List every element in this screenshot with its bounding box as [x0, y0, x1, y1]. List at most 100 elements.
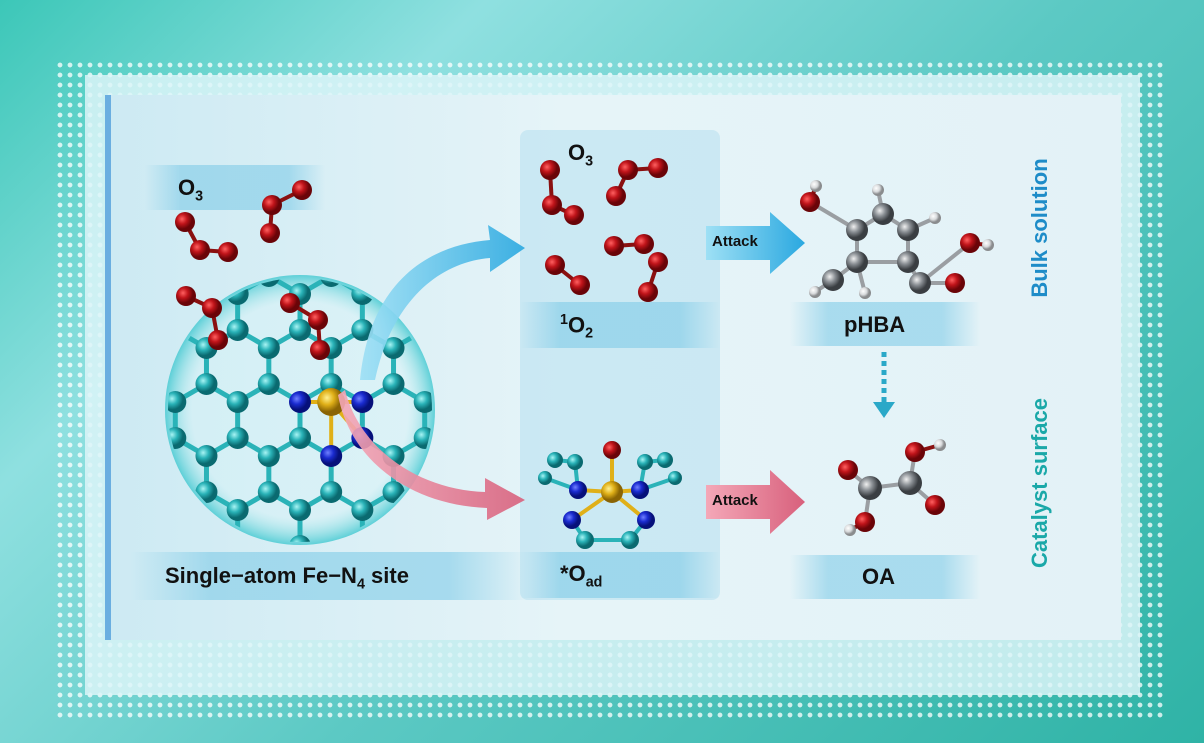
- carbon-atom: [897, 219, 919, 241]
- oxygen-atom: [603, 441, 621, 459]
- ozone-molecule: [280, 293, 330, 360]
- oxygen-atom: [540, 160, 560, 180]
- oxygen-atom: [292, 180, 312, 200]
- attack-label-top: Attack: [712, 233, 758, 250]
- oxygen-atom: [542, 195, 562, 215]
- catalyst-surface-label: Catalyst surface: [1027, 398, 1052, 568]
- oxygen-atom: [202, 298, 222, 318]
- carbon-atom: [320, 481, 343, 503]
- singlet-oxygen-molecule: [545, 255, 590, 295]
- oxygen-atom: [606, 186, 626, 206]
- oxygen-atom: [176, 286, 196, 306]
- singlet-banner: [520, 302, 720, 348]
- hydrogen-atom: [929, 212, 941, 224]
- bulk-solution-label: Bulk solution: [1027, 158, 1052, 298]
- oa-banner: [790, 555, 980, 599]
- oxalic-acid-molecule: [838, 439, 946, 536]
- adsorbed-oxygen-site: [538, 441, 682, 549]
- carbon-atom: [226, 427, 249, 449]
- singlet-oxygen-label: 1O2: [560, 312, 594, 342]
- carbon-atom: [168, 391, 187, 413]
- carbon-atom: [898, 471, 922, 495]
- carbon-atom: [547, 452, 563, 468]
- attack-label-bottom: Attack: [712, 492, 758, 509]
- oxygen-atom: [634, 234, 654, 254]
- carbon-atom: [257, 445, 280, 467]
- carbon-atom: [822, 269, 844, 291]
- carbon-atom: [382, 373, 405, 395]
- carbon-atom: [351, 283, 374, 305]
- ozone-molecule: [606, 158, 668, 206]
- carbon-atom: [382, 337, 405, 359]
- oxygen-atom: [280, 293, 300, 313]
- oxygen-atom: [308, 310, 328, 330]
- ozone-molecule: [175, 212, 238, 262]
- hydrogen-atom: [844, 524, 856, 536]
- oxygen-atom: [260, 223, 280, 243]
- iron-atom: [601, 481, 623, 503]
- oxygen-atom: [648, 158, 668, 178]
- oxygen-atom: [855, 512, 875, 532]
- carbon-atom: [226, 535, 249, 542]
- carbon-atom: [897, 251, 919, 273]
- hydrogen-atom: [982, 239, 994, 251]
- carbon-atom: [657, 452, 673, 468]
- carbon-atom: [289, 319, 311, 341]
- oxygen-atom: [310, 340, 330, 360]
- nitrogen-atom: [351, 391, 374, 413]
- carbon-atom: [567, 454, 583, 470]
- oxygen-atom: [618, 160, 638, 180]
- carbon-atom: [413, 319, 432, 341]
- oxygen-atom: [262, 195, 282, 215]
- carbon-atom: [872, 203, 894, 225]
- carbon-atom: [195, 373, 218, 395]
- carbon-atom: [858, 476, 882, 500]
- carbon-atom: [351, 499, 374, 521]
- o3-label-mid: O3: [568, 140, 594, 170]
- curved-arrow-to-bulk: [360, 225, 525, 380]
- phba-label: pHBA: [844, 312, 906, 337]
- oxygen-atom: [545, 255, 565, 275]
- carbon-atom: [413, 391, 432, 413]
- nitrogen-atom: [320, 445, 343, 467]
- o3-label-left: O3: [178, 175, 204, 205]
- singlet-oxygen-molecule: [604, 234, 654, 256]
- carbon-atom: [637, 454, 653, 470]
- nitrogen-atom: [637, 511, 655, 529]
- oxygen-atom: [648, 252, 668, 272]
- ozone-molecule: [540, 160, 584, 225]
- site-banner: [130, 552, 530, 600]
- carbon-atom: [226, 283, 249, 305]
- oxygen-atom: [564, 205, 584, 225]
- ozone-molecule: [260, 180, 312, 243]
- molecules: [175, 158, 994, 549]
- phba-molecule: [800, 180, 994, 299]
- carbon-atom: [846, 219, 868, 241]
- carbon-atom: [257, 337, 280, 359]
- carbon-atom: [846, 251, 868, 273]
- oxygen-atom: [638, 282, 658, 302]
- carbon-atom: [226, 319, 249, 341]
- carbon-atom: [226, 391, 249, 413]
- oxygen-atom: [604, 236, 624, 256]
- oxygen-atom: [905, 442, 925, 462]
- attack-arrow-top: [706, 212, 805, 274]
- ozone-molecule: [176, 286, 228, 350]
- carbon-atom: [257, 373, 280, 395]
- oxygen-atom: [208, 330, 228, 350]
- oxygen-atom: [190, 240, 210, 260]
- carbon-atom: [909, 272, 931, 294]
- phba-banner: [790, 302, 980, 346]
- carbon-atom: [226, 499, 249, 521]
- nitrogen-atom: [631, 481, 649, 499]
- oxygen-atom: [925, 495, 945, 515]
- nitrogen-atom: [563, 511, 581, 529]
- dashed-arrow-head: [873, 402, 895, 418]
- carbon-atom: [257, 481, 280, 503]
- oxygen-atom: [175, 212, 195, 232]
- oa-label: OA: [862, 564, 895, 589]
- oxygen-atom: [218, 242, 238, 262]
- oxygen-atom: [945, 273, 965, 293]
- curved-arrow-to-surface: [338, 390, 525, 520]
